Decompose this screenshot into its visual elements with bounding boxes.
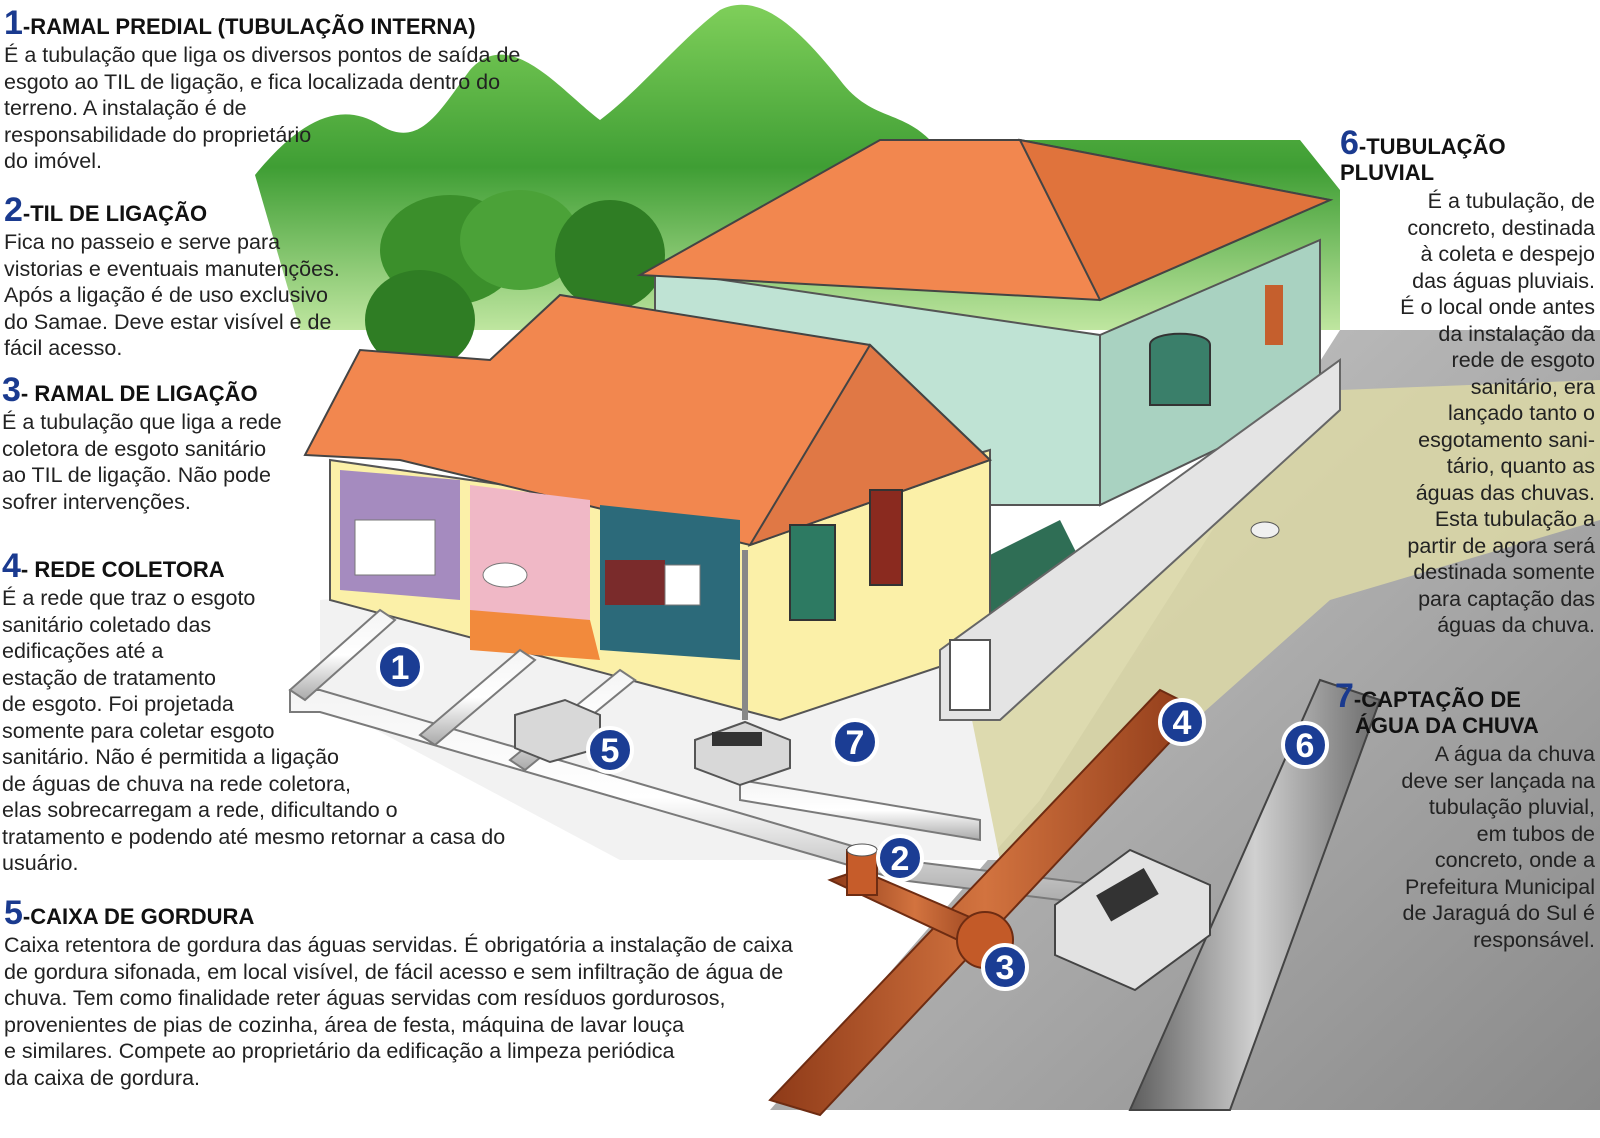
svg-text:1: 1	[391, 649, 410, 687]
section-6: 6-TUBULAÇÃO PLUVIAL É a tubulação, de co…	[1340, 124, 1595, 639]
section-2-text: Fica no passeio e serve para vistorias e…	[4, 230, 340, 360]
svg-text:6: 6	[1296, 727, 1315, 765]
badge-3: 3	[981, 943, 1029, 991]
section-2-heading: 2-TIL DE LIGAÇÃO	[4, 191, 208, 229]
section-5-text: Caixa retentora de gordura das águas ser…	[4, 933, 793, 1090]
svg-text:7: 7	[846, 724, 865, 762]
til	[846, 849, 878, 896]
svg-text:4: 4	[1173, 704, 1192, 742]
section-3: 3- RAMAL DE LIGAÇÃO É a tubulação que li…	[2, 371, 342, 515]
front-house	[303, 293, 992, 722]
rain-main	[1128, 678, 1382, 1111]
sidewalk	[890, 380, 1600, 860]
section-4-heading: 4- REDE COLETORA	[2, 547, 225, 585]
section-4: 4- REDE COLETORA É a rede que traz o esg…	[2, 547, 602, 877]
section-2: 2-TIL DE LIGAÇÃO Fica no passeio e serve…	[4, 191, 424, 362]
section-6-heading: 6-TUBULAÇÃO	[1340, 124, 1506, 162]
internal-pipes	[288, 608, 1101, 907]
section-3-heading: 3- RAMAL DE LIGAÇÃO	[2, 371, 258, 409]
badge-4: 4	[1158, 698, 1206, 746]
trees	[365, 190, 665, 370]
section-5-heading: 5-CAIXA DE GORDURA	[4, 894, 255, 932]
section-7: 7-CAPTAÇÃO DE ÁGUA DA CHUVA A água da ch…	[1335, 677, 1595, 953]
section-6-text: É a tubulação, de concreto, destinada à …	[1400, 189, 1595, 637]
section-1-text: É a tubulação que liga os diversos ponto…	[4, 43, 521, 173]
svg-text:2: 2	[891, 840, 910, 878]
section-5: 5-CAIXA DE GORDURA Caixa retentora de go…	[4, 894, 904, 1091]
section-3-text: É a tubulação que liga a rede coletora d…	[2, 410, 282, 514]
section-1-heading: 1-RAMAL PREDIAL (TUBULAÇÃO INTERNA)	[4, 4, 476, 42]
svg-text:3: 3	[996, 949, 1015, 987]
section-7-text: A água da chuva deve ser lançada na tubu…	[1401, 742, 1595, 952]
section-4-text: É a rede que traz o esgoto sanitário col…	[2, 586, 506, 875]
front-wall	[939, 358, 1341, 721]
section-7-heading-line2: ÁGUA DA CHUVA	[1355, 713, 1539, 738]
badge-6: 6	[1281, 721, 1329, 769]
badge-5: 5	[586, 726, 634, 774]
section-1: 1-RAMAL PREDIAL (TUBULAÇÃO INTERNA) É a …	[4, 4, 604, 175]
badge-7: 7	[831, 718, 879, 766]
inspection-box	[1054, 848, 1211, 992]
section-6-heading-line2: PLUVIAL	[1340, 160, 1435, 185]
section-7-heading: 7-CAPTAÇÃO DE	[1335, 677, 1521, 715]
badge-1: 1	[376, 643, 424, 691]
svg-text:5: 5	[601, 732, 620, 770]
badge-2: 2	[876, 834, 924, 882]
